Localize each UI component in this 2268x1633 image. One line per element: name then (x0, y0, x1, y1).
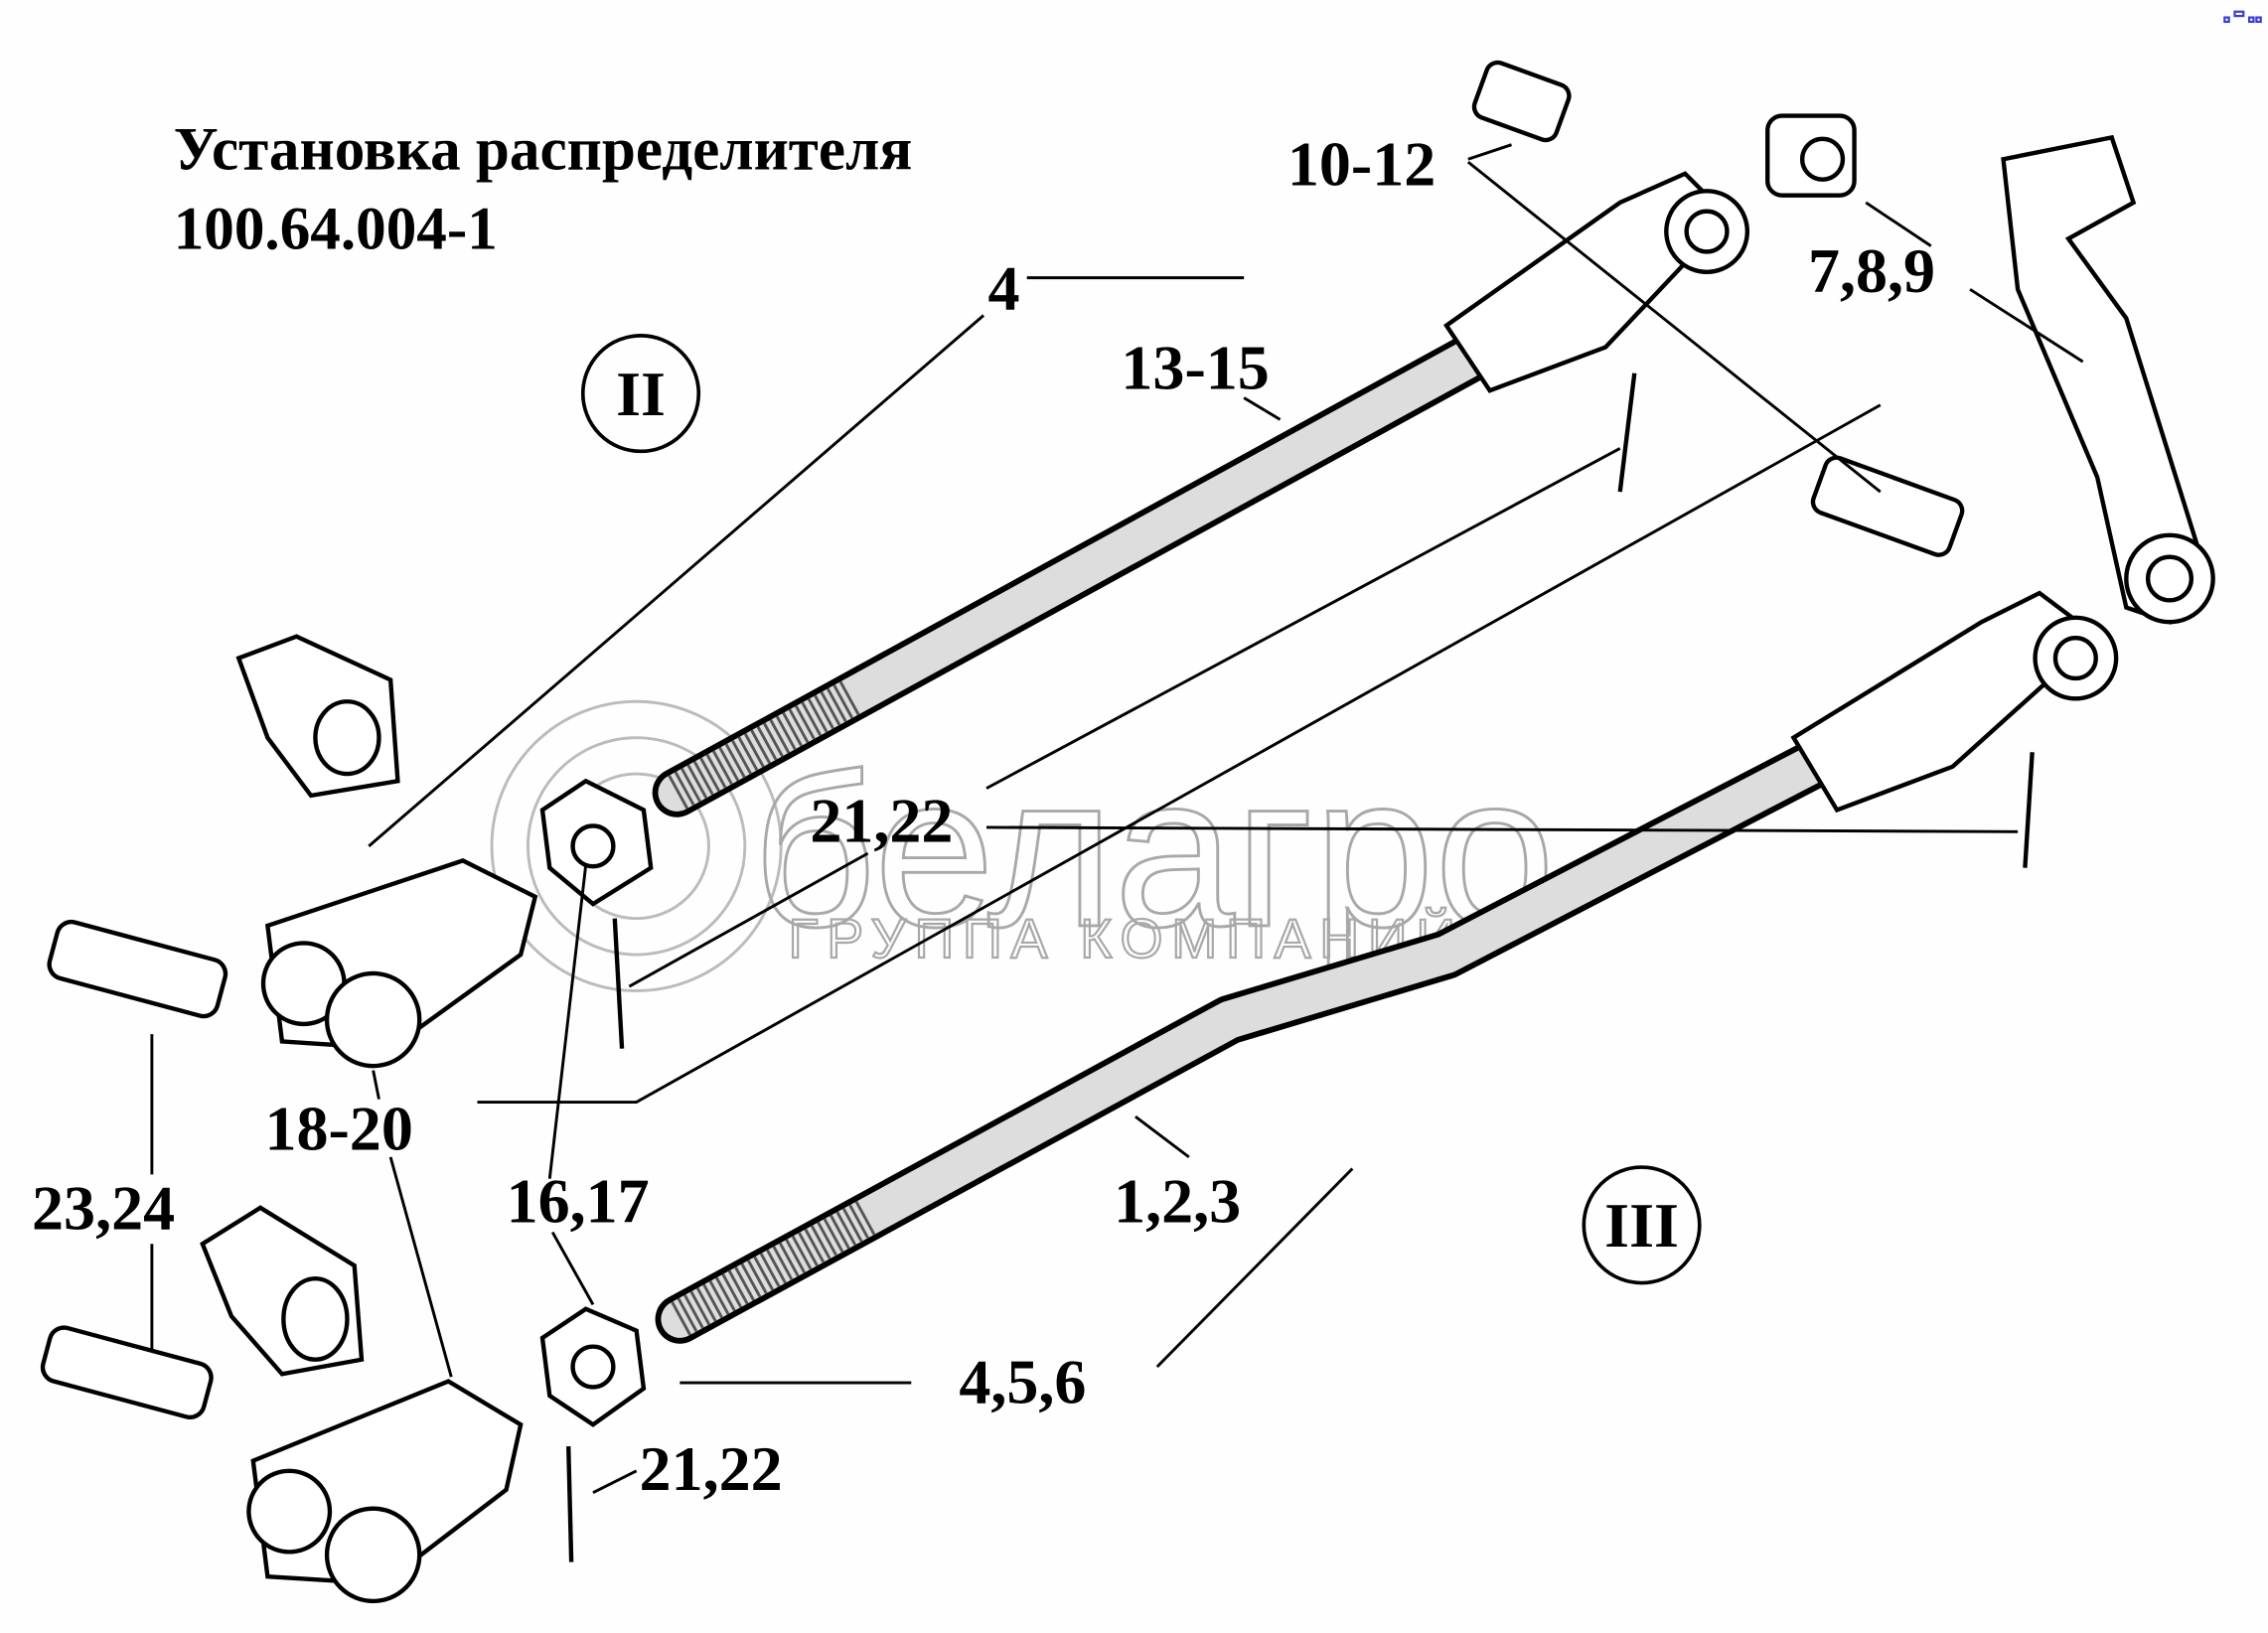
bushing-10-12-lower (1810, 455, 1965, 557)
clevis-18-20-lower (246, 1379, 524, 1604)
view-ii-marker: II (580, 334, 701, 454)
cam-washer-upper-left (235, 634, 400, 799)
cam-washer-lower-left (200, 1205, 365, 1377)
pin-23-24-lower (40, 1325, 214, 1419)
pin-23-24-upper (47, 919, 228, 1019)
callout-21-22-upper: 21,22 (810, 785, 953, 855)
bushing-10-12-top (1471, 60, 1572, 143)
rod-13-15 (652, 171, 1750, 817)
callout-4-5-6: 4,5,6 (959, 1346, 1086, 1416)
view-iii-marker: III (1582, 1165, 1702, 1285)
leader-lines (150, 143, 2084, 1494)
callout-10-12: 10-12 (1287, 128, 1436, 199)
view-iii-label: III (1604, 1190, 1679, 1261)
title-line-2: 100.64.004-1 (174, 197, 498, 263)
nut-16-17-upper (539, 778, 654, 907)
cotter-pins (566, 372, 2035, 1562)
nut-16-17-lower (539, 1306, 647, 1427)
callout-18-20: 18-20 (264, 1094, 412, 1164)
watermark-ring-mid (526, 736, 747, 957)
watermark-ring-outer (490, 699, 783, 992)
callout-13-15: 13-15 (1121, 333, 1269, 403)
title-line-1: Установка распределителя (174, 116, 913, 183)
cam-washer-top (1765, 113, 1857, 198)
callout-23-24: 23,24 (32, 1173, 175, 1244)
watermark-brand: белагро (752, 730, 1555, 972)
clevis-18-20-upper (260, 858, 538, 1069)
callout-1-2-3: 1,2,3 (1114, 1165, 1241, 1236)
view-ii-label: II (616, 359, 666, 429)
corner-marks (2223, 10, 2262, 24)
callout-4: 4 (987, 253, 1019, 324)
rod-1-2-3 (655, 590, 2119, 1344)
callout-7-8-9: 7,8,9 (1808, 235, 1935, 306)
callout-21-22-lower: 21,22 (640, 1433, 783, 1504)
lever-7-8-9 (2001, 134, 2215, 625)
callout-16-17: 16,17 (507, 1165, 650, 1236)
